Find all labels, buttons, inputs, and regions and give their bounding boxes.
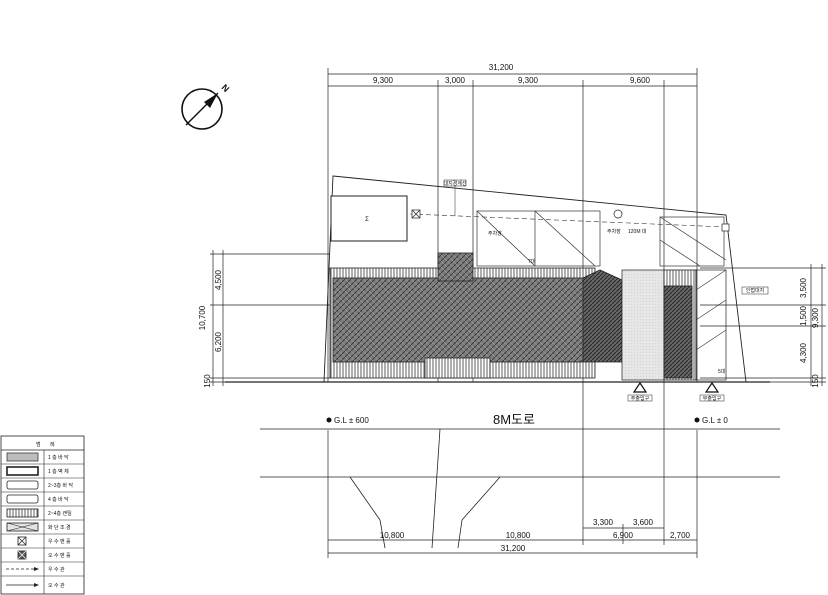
legend-swatch-hatch [6,508,39,518]
legend-swatch-1 [6,452,39,462]
dim-bottom-total: 31,200 [501,544,526,553]
legend-label-2: 1 층 벽 체 [48,468,69,475]
count-note-2: 5대 [718,368,726,375]
gl-right-label: G.L ± 0 [702,416,728,425]
dim-top-total: 31,200 [489,63,514,72]
dim-top-seg-2: 3,000 [445,76,466,85]
dim-top-seg-4: 9,600 [630,76,651,85]
legend-swatch-3 [6,480,39,490]
gl-left-label: G.L ± 600 [334,416,369,425]
ground-level-markers [326,417,700,423]
site-box-label: Σ [365,217,369,223]
dim-top-seg-1: 9,300 [373,76,394,85]
dim-left-1: 4,500 [214,269,223,290]
dim-right-1: 3,500 [799,277,808,298]
dim-bottom-seg-1: 10,800 [380,531,405,540]
dim-right-3: 4,300 [799,342,808,363]
parking-note-1: 주차장 [488,230,502,237]
dim-bottom-sub-1: 3,300 [593,518,614,527]
legend-sewage-pipe-arrow-icon [6,583,39,587]
legend-swatch-landscape [6,522,39,532]
legend-swatch-2 [6,466,39,476]
legend-label-7: 우 수 맨 홀 [48,538,71,545]
legend-label-1: 1 층 바 닥 [48,454,69,461]
dim-bottom-seg-2: 10,800 [506,531,531,540]
building-footprint [329,252,727,381]
right-note: 인접대지 [746,287,764,294]
site-box: Σ [330,195,408,242]
parking-area [476,210,727,267]
legend-label-5: 2~4층 캔틸 [48,510,72,517]
dim-bottom-seg-3: 6,900 [613,531,634,540]
legend: 범 례 1 층 바 닥 1 층 벽 체 2~3층 바 닥 4 층 바 닥 2~4… [0,435,85,595]
main-entrance-marker: 주출입구 [627,381,653,402]
drainage-line [409,209,730,232]
legend-label-9: 우 수 관 [48,566,65,573]
dim-bottom-seg-4: 2,700 [670,531,691,540]
legend-title-2: 례 [50,441,55,448]
boundary-note: 대지경계선 [443,180,466,187]
left-dimension-chain [210,250,330,386]
road [225,381,780,549]
legend-rain-manhole-icon [17,536,27,546]
dim-left-2: 6,200 [214,331,223,352]
dim-left-total: 10,700 [198,305,207,330]
count-note-1: 7대 [528,258,536,265]
right-note-box [741,286,769,295]
legend-title-1: 범 [36,441,41,448]
dim-right-2: 1,500 [799,305,808,326]
dim-bottom-sub-2: 3,600 [633,518,654,527]
dim-right-4: 150 [811,374,820,388]
legend-label-3: 2~3층 바 닥 [48,482,73,489]
parking-count-label: 120M 대 [628,228,647,235]
dim-left-3: 150 [203,374,212,388]
legend-swatch-4 [6,494,39,504]
north-arrow: N [181,82,232,130]
main-entrance-label: 주출입구 [631,395,650,402]
parking-note-2: 주차장 [607,228,621,235]
sub-entrance-marker: 부출입구 [699,381,725,402]
north-label: N [220,82,232,94]
legend-sewage-manhole-icon [17,550,27,560]
bottom-dimension-chain [327,430,698,558]
dim-right-total: 9,300 [811,307,820,328]
legend-label-10: 오 수 관 [48,582,65,589]
legend-label-4: 4 층 바 닥 [48,496,69,503]
legend-label-8: 오 수 맨 홀 [48,552,71,559]
sub-entrance-label: 부출입구 [703,395,722,402]
right-dimension-chain [700,264,826,386]
legend-rain-pipe-arrow-icon [6,567,39,571]
dim-top-seg-3: 9,300 [518,76,539,85]
road-label: 8M도로 [493,412,535,427]
legend-label-6: 화 단 조 경 [48,524,71,531]
